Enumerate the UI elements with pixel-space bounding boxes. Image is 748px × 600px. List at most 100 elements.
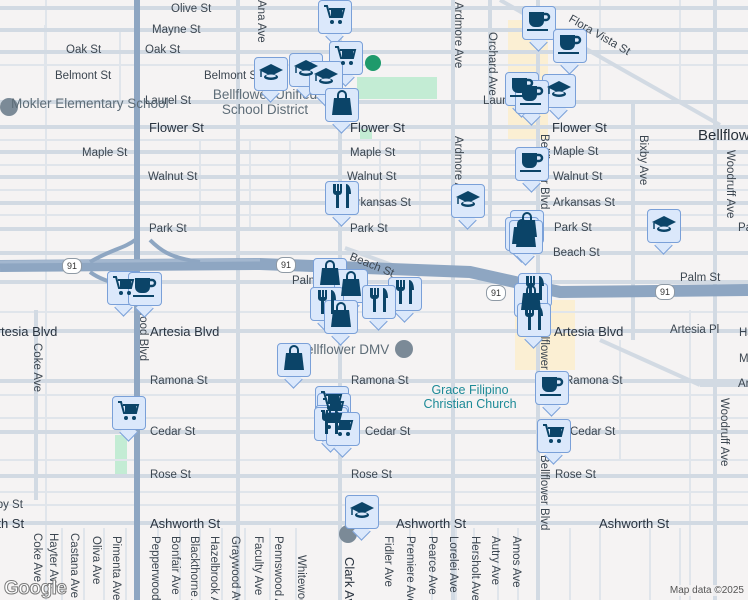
marker-badge bbox=[515, 80, 549, 114]
place-label-dmv[interactable]: Bellflower DMV bbox=[297, 342, 390, 357]
street-label: Arkansas St bbox=[349, 197, 411, 209]
highway-91-shield: 91 bbox=[62, 258, 82, 274]
map-marker-coffee[interactable] bbox=[515, 80, 549, 126]
marker-badge bbox=[128, 272, 162, 306]
shopping-cart-icon bbox=[117, 400, 141, 427]
shopping-bag-icon bbox=[331, 89, 353, 121]
park-pin-icon[interactable] bbox=[365, 55, 381, 71]
street-label: Hersholt Ave bbox=[469, 536, 481, 600]
street-label: Ar bbox=[738, 378, 748, 390]
street-label: Rose St bbox=[555, 469, 596, 481]
shopping-bag-icon bbox=[515, 221, 537, 253]
marker-badge bbox=[517, 303, 551, 337]
street-label: Artesia Blvd bbox=[150, 324, 220, 339]
marker-badge bbox=[515, 147, 549, 181]
graduation-cap-icon bbox=[651, 214, 677, 239]
dmv-government-icon[interactable] bbox=[395, 340, 413, 358]
shopping-cart-icon bbox=[542, 423, 566, 450]
marker-badge bbox=[535, 371, 569, 405]
map-marker-coffee[interactable] bbox=[553, 29, 587, 75]
map-marker-fork-knife[interactable] bbox=[517, 303, 551, 349]
map-data-attribution[interactable]: Map data ©2025 bbox=[667, 585, 746, 596]
street-label: Park St bbox=[149, 223, 187, 235]
highway-91-shield: 91 bbox=[486, 285, 506, 301]
street-label: Artesia Blvd bbox=[0, 324, 58, 339]
street-label: Park St bbox=[738, 222, 748, 234]
shopping-bag-icon bbox=[283, 344, 305, 376]
street-label: Rose St bbox=[150, 469, 191, 481]
street-label: Walnut St bbox=[148, 171, 198, 183]
street-label: Bixby Ave bbox=[637, 135, 649, 186]
map-marker-graduation-cap[interactable] bbox=[254, 57, 288, 103]
street-label: Palm St bbox=[680, 272, 721, 284]
street-label: Walnut St bbox=[553, 171, 603, 183]
coffee-icon bbox=[539, 375, 565, 402]
map-marker-shopping-bag[interactable] bbox=[324, 300, 358, 346]
map-marker-graduation-cap[interactable] bbox=[345, 495, 379, 541]
place-label-mokler-school[interactable]: Mokler Elementary School bbox=[11, 96, 169, 111]
marker-badge bbox=[537, 419, 571, 453]
marker-badge bbox=[362, 285, 396, 319]
fork-knife-icon bbox=[331, 183, 353, 214]
map-marker-graduation-cap[interactable] bbox=[289, 53, 323, 99]
highway-91-shield: 91 bbox=[655, 284, 675, 300]
street-label: Cedar St bbox=[365, 426, 411, 438]
street-label: Clark Ave bbox=[342, 557, 357, 600]
fork-knife-icon bbox=[316, 289, 338, 320]
fork-knife-icon bbox=[524, 275, 546, 306]
map-marker-coffee[interactable] bbox=[535, 371, 569, 417]
map-marker-shopping-cart[interactable] bbox=[329, 41, 363, 87]
map-marker-shopping-bag[interactable] bbox=[277, 343, 311, 389]
street-label: Ardmore Ave bbox=[452, 2, 464, 69]
city-label: Bellflower bbox=[698, 127, 748, 144]
street-label: Pimenta Ave bbox=[110, 536, 122, 600]
shopping-bag-icon bbox=[520, 284, 542, 316]
street-label: Maple St bbox=[350, 147, 396, 159]
graduation-cap-icon bbox=[455, 189, 481, 214]
street-label: Bellflower Blvd bbox=[538, 455, 550, 531]
street-label: Oak St bbox=[66, 44, 102, 56]
shopping-cart-icon bbox=[323, 4, 347, 31]
street-label: Belmont St bbox=[204, 70, 261, 82]
street-label: Arkansas St bbox=[553, 197, 615, 209]
marker-badge bbox=[325, 88, 359, 122]
street-label: Woodruff Ave bbox=[724, 150, 736, 219]
map-marker-shopping-cart[interactable] bbox=[537, 419, 571, 465]
street-label: Faculty Ave bbox=[252, 536, 264, 596]
street-label: Whitewood Ave bbox=[295, 555, 307, 600]
place-label-church[interactable]: Grace Filipino Christian Church bbox=[423, 383, 517, 411]
map-marker-fork-knife[interactable] bbox=[325, 181, 359, 227]
map-marker-graduation-cap[interactable] bbox=[451, 184, 485, 230]
street-label: Pearce Ave bbox=[426, 536, 438, 595]
map-marker-coffee[interactable] bbox=[515, 147, 549, 193]
marker-badge bbox=[324, 300, 358, 334]
map-marker-graduation-cap[interactable] bbox=[542, 74, 576, 120]
street-label: M bbox=[739, 353, 748, 365]
marker-badge bbox=[345, 495, 379, 529]
map-marker-graduation-cap[interactable] bbox=[647, 209, 681, 255]
map-marker-shopping-bag[interactable] bbox=[325, 88, 359, 134]
shopping-cart-icon bbox=[331, 416, 355, 443]
coffee-icon bbox=[519, 151, 545, 178]
street-label: Pennswood Ave bbox=[272, 536, 284, 600]
coffee-icon bbox=[526, 10, 552, 37]
graduation-cap-icon bbox=[313, 66, 339, 91]
shopping-bag-icon bbox=[319, 259, 341, 291]
map-marker-shopping-cart[interactable] bbox=[318, 0, 352, 46]
map-marker-shopping-cart[interactable] bbox=[112, 396, 146, 442]
street-label: Oak St bbox=[145, 44, 181, 56]
map-marker-fork-knife[interactable] bbox=[362, 285, 396, 331]
shopping-cart-icon bbox=[112, 275, 136, 302]
map-marker-shopping-cart[interactable] bbox=[326, 412, 360, 458]
map-marker-coffee[interactable] bbox=[128, 272, 162, 318]
graduation-cap-icon bbox=[349, 500, 375, 525]
street-label: Coke Ave bbox=[31, 533, 43, 583]
graduation-cap-icon bbox=[258, 62, 284, 87]
shopping-bag-icon bbox=[330, 301, 352, 333]
school-poi-icon[interactable] bbox=[0, 98, 18, 116]
map-marker-coffee[interactable] bbox=[522, 6, 556, 52]
street-label: Olive St bbox=[171, 3, 212, 15]
marker-badge bbox=[553, 29, 587, 63]
street-label: Graywood Ave bbox=[229, 536, 241, 600]
